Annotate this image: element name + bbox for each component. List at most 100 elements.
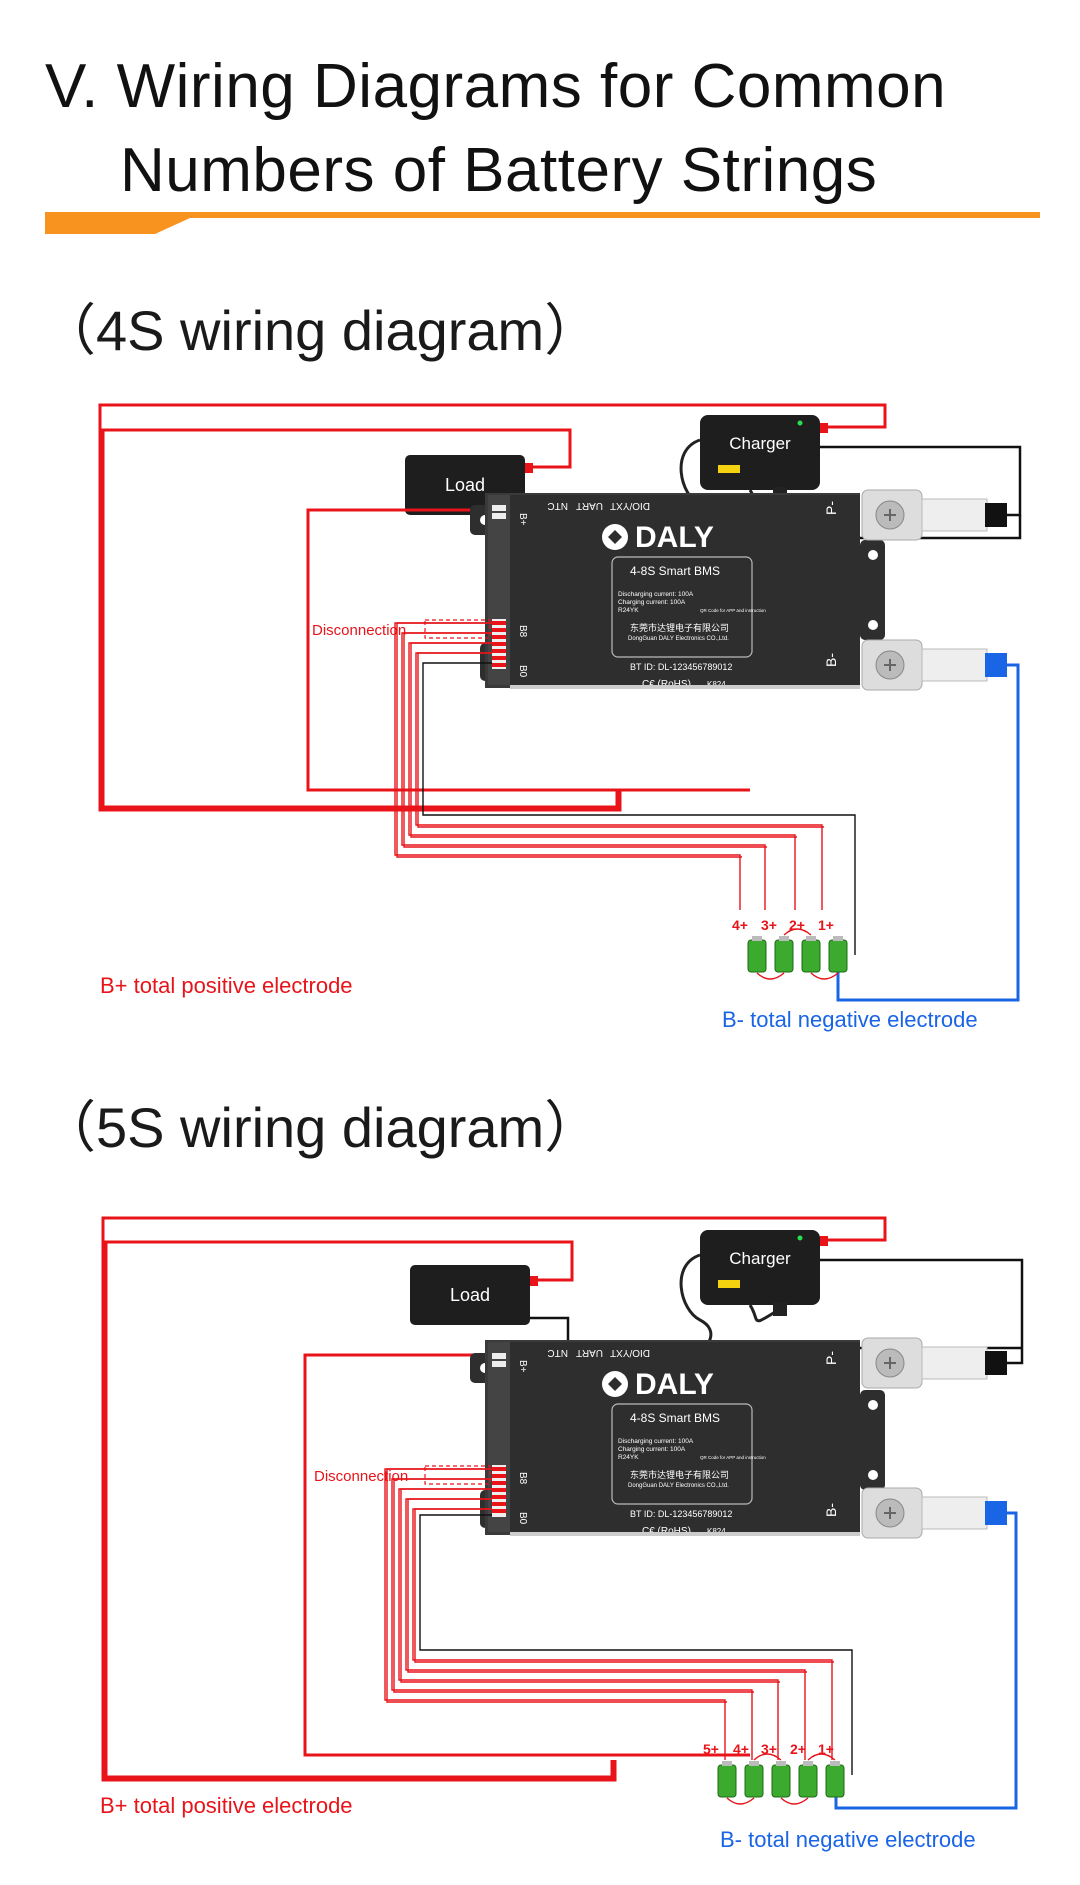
section-heading-4s: （4S wiring diagram）	[40, 299, 601, 362]
bms-company-en: DongGuan DALY Electronics CO.,Ltd.	[628, 1483, 729, 1489]
load: Load	[410, 1265, 530, 1325]
battery-cells	[717, 1753, 845, 1805]
bms-spec-3: R24YK	[618, 607, 639, 614]
cell-4	[744, 1761, 764, 1798]
port-b8-label: B8	[517, 625, 528, 638]
cell-3	[774, 936, 794, 973]
port-bplus-label: B+	[517, 513, 528, 526]
bms-unit: B+ B8 B0 NTC UART DIO/YXT P- B- DALY 4-8…	[470, 1340, 885, 1537]
title-underline	[45, 212, 1040, 234]
cell-label-0: 5+	[703, 1741, 719, 1757]
bms-qr-note: QR Code for APP and instruction	[700, 1455, 766, 1460]
cell-4	[747, 936, 767, 973]
bms-company-cn: 东莞市达锂电子有限公司	[630, 622, 729, 633]
terminal-bminus	[861, 639, 1007, 691]
negative-wire	[834, 1511, 1018, 1810]
cell-1	[828, 936, 848, 973]
bms-spec-3: R24YK	[618, 1454, 639, 1461]
cell-label-1: 4+	[733, 1741, 749, 1757]
bplus-total-label: B+ total positive electrode	[100, 1793, 353, 1818]
cell-label-0: 4+	[732, 917, 748, 933]
output-strip	[510, 1532, 860, 1536]
b0-wire	[422, 662, 856, 955]
bms-marks: C€ (RoHS)	[642, 679, 691, 690]
cell-labels: 4+ 3+ 2+ 1+	[732, 917, 834, 933]
balance-wires	[394, 622, 824, 910]
section-heading-5s: （5S wiring diagram）	[40, 1096, 601, 1159]
page-title-line-1: V. Wiring Diagrams for Common	[45, 52, 947, 121]
positive-wires	[101, 1216, 887, 1782]
bminus-total-label: B- total negative electrode	[722, 1007, 978, 1032]
bms-unit: B+ B8 B0 NTC UART DIO/YXT P- B- DALY 4-8…	[470, 493, 885, 690]
wiring-diagram-5s: Charger Load	[100, 1216, 1024, 1852]
charger: Charger	[679, 1230, 820, 1357]
cell-2	[798, 1761, 818, 1798]
daly-logo: DALY	[602, 1368, 714, 1401]
cell-label-3: 2+	[790, 1741, 806, 1757]
bms-marks: C€ (RoHS)	[642, 1526, 691, 1537]
bms-model: 4-8S Smart BMS	[630, 564, 720, 578]
negative-wire	[836, 663, 1020, 1002]
cell-1	[825, 1761, 845, 1798]
bms-bt-id: BT ID: DL-123456789012	[630, 662, 732, 672]
bms-code: K824	[707, 1527, 726, 1536]
port-ntc-label: NTC	[547, 1347, 568, 1358]
port-pminus-label: P-	[823, 1351, 839, 1365]
port-dio-label: DIO/YXT	[610, 500, 650, 511]
brand-text: DALY	[635, 1368, 714, 1401]
port-uart-label: UART	[576, 500, 603, 511]
port-bminus-label: B-	[823, 1503, 839, 1517]
bms-qr-note: QR Code for APP and instruction	[700, 608, 766, 613]
load-label: Load	[445, 475, 485, 495]
output-strip	[510, 685, 860, 689]
positive-wires	[98, 403, 887, 812]
page-title-line-2: Numbers of Battery Strings	[120, 136, 878, 205]
battery-cells	[747, 928, 848, 980]
bms-bt-id: BT ID: DL-123456789012	[630, 1509, 732, 1519]
brand-text: DALY	[635, 521, 714, 554]
port-b0-label: B0	[517, 1512, 528, 1525]
charger-label: Charger	[729, 1249, 791, 1268]
balance-wires	[384, 1468, 834, 1760]
disconnection-label: Disconnection	[312, 622, 406, 639]
port-bminus-label: B-	[823, 653, 839, 667]
disconnection-marker	[424, 619, 491, 639]
terminal-pminus	[861, 1337, 1007, 1389]
cell-label-1: 3+	[761, 917, 777, 933]
bms-label-panel	[611, 556, 753, 658]
terminal-bminus	[861, 1487, 1007, 1539]
bms-company-cn: 东莞市达锂电子有限公司	[630, 1469, 729, 1480]
cell-5	[717, 1761, 737, 1798]
cell-label-3: 1+	[818, 917, 834, 933]
bms-spec-1: Discharging current: 100A	[618, 591, 694, 598]
cell-2	[801, 936, 821, 973]
bplus-total-label: B+ total positive electrode	[100, 973, 353, 998]
disconnection-label: Disconnection	[314, 1468, 408, 1485]
bms-model: 4-8S Smart BMS	[630, 1411, 720, 1425]
bms-spec-2: Charging current: 100A	[618, 1446, 686, 1453]
daly-logo: DALY	[602, 521, 714, 554]
bms-spec-1: Discharging current: 100A	[618, 1438, 694, 1445]
bminus-total-label: B- total negative electrode	[720, 1827, 976, 1852]
disconnection-marker	[424, 1465, 491, 1485]
charger-label: Charger	[729, 434, 791, 453]
cell-3	[771, 1761, 791, 1798]
bms-spec-2: Charging current: 100A	[618, 599, 686, 606]
cell-label-2: 2+	[789, 917, 805, 933]
cell-label-2: 3+	[761, 1741, 777, 1757]
cell-labels: 5+ 4+ 3+ 2+ 1+	[703, 1741, 834, 1757]
port-b8-label: B8	[517, 1472, 528, 1485]
wiring-diagram-4s: Charger Load	[98, 403, 1022, 1032]
port-bplus-label: B+	[517, 1360, 528, 1373]
port-pminus-label: P-	[823, 501, 839, 515]
bms-code: K824	[707, 680, 726, 689]
bms-label-panel	[611, 1403, 753, 1505]
bms-company-en: DongGuan DALY Electronics CO.,Ltd.	[628, 636, 729, 642]
cell-label-4: 1+	[818, 1741, 834, 1757]
port-ntc-label: NTC	[547, 500, 568, 511]
port-b0-label: B0	[517, 665, 528, 678]
terminal-pminus	[861, 489, 1007, 541]
port-dio-label: DIO/YXT	[610, 1347, 650, 1358]
load-label: Load	[450, 1285, 490, 1305]
port-uart-label: UART	[576, 1347, 603, 1358]
